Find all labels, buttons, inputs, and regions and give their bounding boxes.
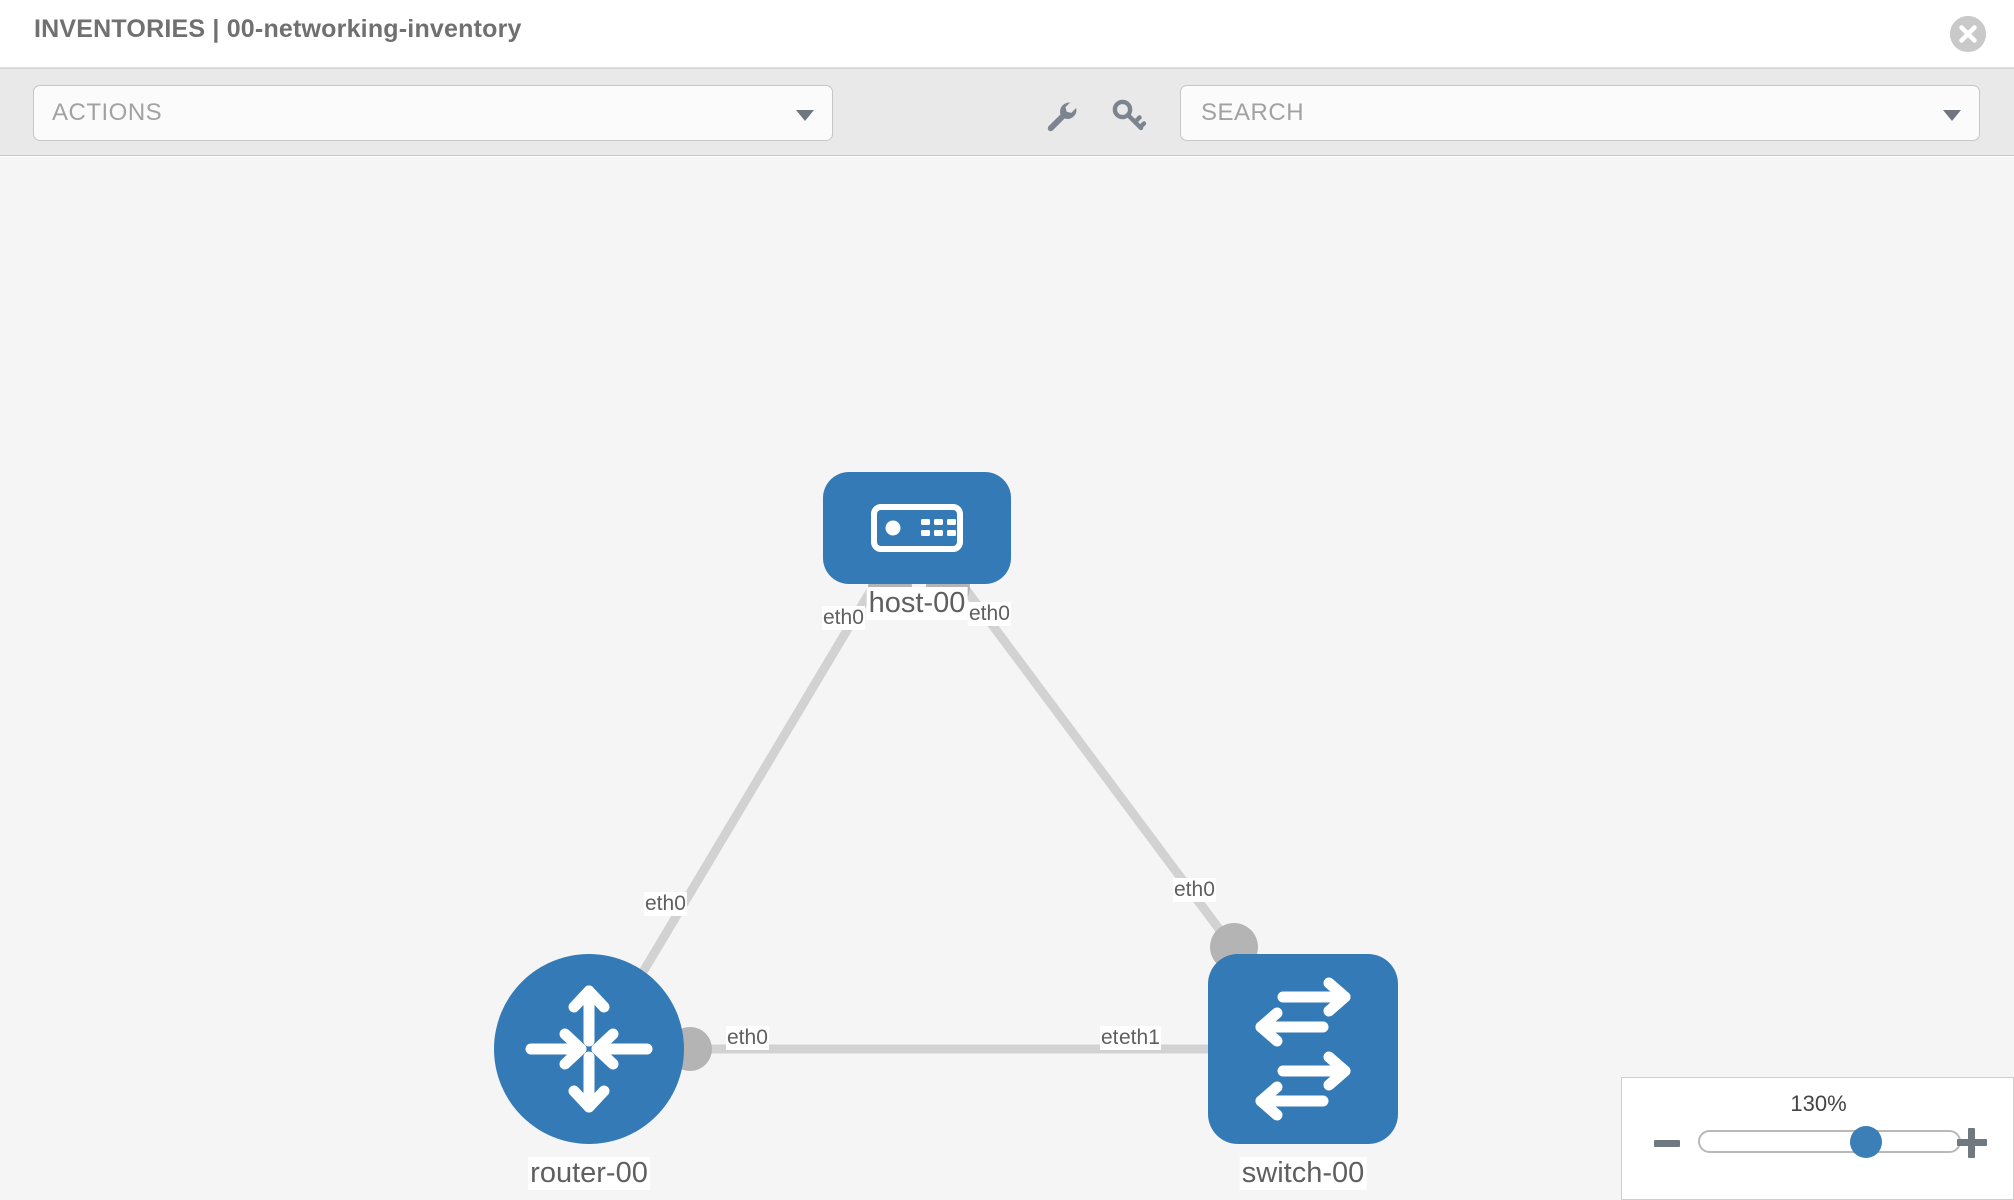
actions-dropdown-label: ACTIONS bbox=[52, 99, 163, 126]
node-switch-00[interactable] bbox=[1208, 954, 1398, 1144]
window-header: INVENTORIES | 00-networking-inventory bbox=[0, 0, 2014, 68]
chevron-down-icon bbox=[796, 110, 814, 121]
connector-nubs bbox=[668, 565, 1258, 1071]
node-router-00[interactable] bbox=[494, 954, 684, 1144]
zoom-slider[interactable] bbox=[1698, 1130, 1961, 1153]
link-label-router-switch-source: eth0 bbox=[726, 1026, 769, 1050]
topology-graph bbox=[494, 472, 1398, 1144]
topology-canvas[interactable]: host-00 router-00 switch-00 eth0 eth0 et… bbox=[0, 157, 2014, 1200]
node-label-router-00: router-00 bbox=[528, 1157, 650, 1190]
node-host-00[interactable] bbox=[823, 472, 1011, 584]
page-title: INVENTORIES | 00-networking-inventory bbox=[34, 15, 522, 43]
wrench-icon[interactable] bbox=[1040, 95, 1080, 135]
link-label-host-switch-source: eth0 bbox=[968, 602, 1011, 626]
link-label-host-router-source: eth0 bbox=[822, 606, 865, 630]
zoom-control-panel: 130% bbox=[1621, 1077, 2014, 1200]
link-label-router-switch-target: eth1 bbox=[1118, 1026, 1161, 1050]
node-label-switch-00: switch-00 bbox=[1239, 1157, 1367, 1190]
actions-dropdown[interactable]: ACTIONS bbox=[33, 85, 833, 141]
zoom-level-value: 130% bbox=[1790, 1091, 1847, 1116]
close-icon[interactable] bbox=[1950, 16, 1986, 52]
minus-icon[interactable] bbox=[1654, 1140, 1680, 1147]
link-label-host-switch-target: eth0 bbox=[1173, 878, 1216, 902]
plus-icon[interactable] bbox=[1957, 1128, 1987, 1158]
search-input[interactable] bbox=[1199, 86, 1919, 140]
zoom-slider-thumb[interactable] bbox=[1850, 1126, 1882, 1158]
link-host-router bbox=[635, 570, 885, 982]
toolbar: ACTIONS bbox=[0, 68, 2014, 156]
link-label-host-router-target: eth0 bbox=[644, 892, 687, 916]
key-icon[interactable] bbox=[1108, 95, 1148, 135]
node-label-host-00: host-00 bbox=[866, 587, 968, 620]
chevron-down-icon[interactable] bbox=[1943, 110, 1961, 121]
search-box[interactable] bbox=[1180, 85, 1980, 141]
